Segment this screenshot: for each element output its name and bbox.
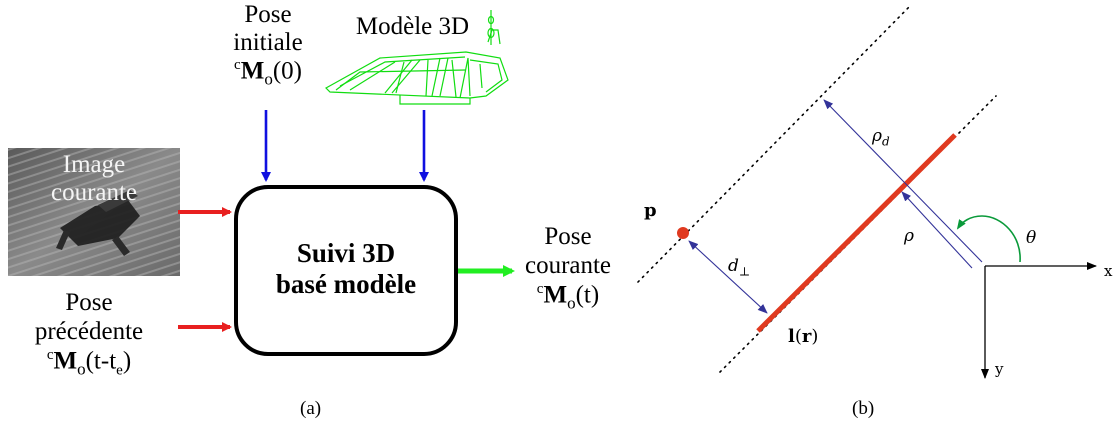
rho-d-sub: d [882,134,890,148]
x-axis-label: x [1104,262,1112,280]
initial-pose-sub: o [264,69,273,88]
rho-label: ρ [904,226,914,246]
current-pose-line1: Pose [512,224,624,249]
previous-pose-arg-sub: e [116,362,123,378]
previous-pose-sub: o [77,359,86,378]
theta-arc [958,216,1020,262]
initial-pose-sup: c [234,57,241,73]
current-image-label: Image courante [8,152,180,205]
rho-d-arrow [824,100,982,262]
initial-pose-line1: Pose [222,2,314,27]
line-close: ) [811,326,818,347]
y-axis-label: y [995,360,1003,378]
previous-pose-arg-close: ) [123,347,131,374]
model-3d-wireframe [326,30,508,104]
dotted-line-through-p [638,6,910,282]
line-l-r-label: l(r) [788,326,818,347]
previous-pose-line1: Pose [14,290,164,315]
theta-label: θ [1026,228,1036,248]
initial-pose-label: Pose initiale cMo(0) [222,2,314,87]
current-image-line1: Image [8,152,180,177]
caption-b: (b) [852,398,874,420]
previous-pose-arg-open: (t-t [86,347,117,374]
tracker-box-label: Suivi 3D basé modèle [236,238,456,300]
previous-pose-label: Pose précédente cMo(t-te) [14,290,164,378]
current-pose-line2: courante [512,253,624,278]
segment-l-r [758,135,955,331]
point-p-label: p [644,200,657,221]
current-pose-formula: cMo(t) [512,282,624,311]
d-perp-label: d⊥ [728,256,750,278]
tracker-box-line2: basé modèle [236,269,456,300]
current-image-line2: courante [8,180,180,205]
previous-pose-formula: cMo(t-te) [14,348,164,378]
rho-d-base: ρ [872,126,882,146]
current-pose-label: Pose courante cMo(t) [512,224,624,311]
previous-pose-M: M [54,347,78,374]
line-l: l [788,326,795,347]
current-pose-arg: (t) [576,281,600,308]
initial-pose-arg: (0) [273,57,302,84]
previous-pose-line2: précédente [14,319,164,344]
initial-pose-M: M [241,57,265,84]
line-r: r [802,326,811,347]
initial-pose-line2: initiale [222,30,314,55]
initial-pose-formula: cMo(0) [222,58,314,87]
previous-pose-sup: c [47,347,54,363]
d-perp-sub: ⊥ [739,264,750,278]
current-pose-sub: o [567,293,576,312]
line-open: ( [795,326,802,347]
caption-a: (a) [300,398,321,420]
d-perp-base: d [728,256,739,276]
model-3d-label: Modèle 3D [340,14,485,39]
rho-d-label: ρd [872,126,890,148]
tracker-box-line1: Suivi 3D [236,238,456,269]
point-p [677,227,689,239]
current-pose-M: M [543,281,567,308]
